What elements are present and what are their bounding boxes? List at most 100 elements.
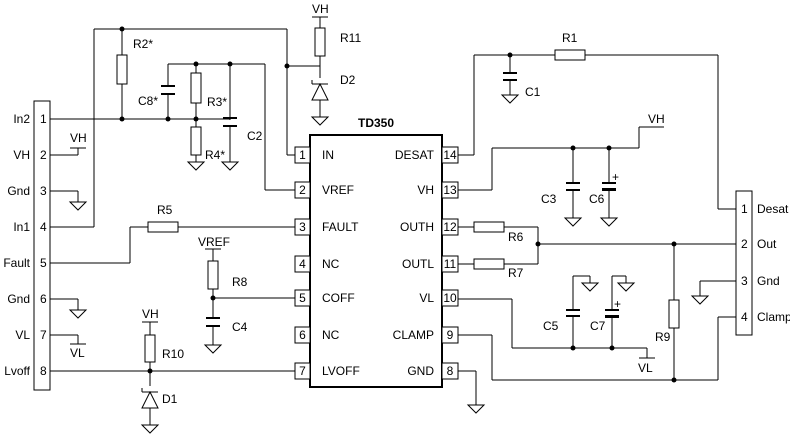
diode-d2 <box>311 80 329 101</box>
left-connector-pin-number: 1 <box>40 112 47 126</box>
ground-icon <box>220 161 240 171</box>
capacitor-c4 <box>206 317 220 327</box>
resistor-r8 <box>207 260 219 290</box>
left-connector-pin-label: VL <box>15 328 30 342</box>
label-r10: R10 <box>162 347 184 361</box>
ic-pin-label: FAULT <box>322 220 359 234</box>
right-connector-pin-number: 3 <box>741 274 748 288</box>
rail-vh-left: VH <box>70 131 87 145</box>
ic-pin-label: VH <box>417 183 434 197</box>
label-c4: C4 <box>232 320 248 334</box>
resistor-r1 <box>554 49 586 61</box>
ground-icon <box>68 201 88 211</box>
resistor-r11 <box>314 27 326 57</box>
left-connector-pin-number: 6 <box>40 292 47 306</box>
ground-icon <box>203 344 223 354</box>
ic-pin-number: 7 <box>299 364 306 378</box>
left-connector-pin-label: VH <box>13 148 30 162</box>
ground-icon <box>140 424 160 434</box>
left-connector-pin-number: 7 <box>40 328 47 342</box>
ic-pin-number: 12 <box>443 220 457 234</box>
ic-pin-number: 1 <box>299 148 306 162</box>
ic-pin-label: LVOFF <box>322 364 360 378</box>
label-r6: R6 <box>508 230 524 244</box>
label-c6: C6 <box>589 192 605 206</box>
ic-pin-box <box>294 326 311 344</box>
plus-c7: + <box>614 297 621 311</box>
capacitor-c5 <box>566 309 580 317</box>
left-connector-pin-label: In1 <box>13 220 30 234</box>
plus-c6: + <box>612 170 619 184</box>
diode-d1 <box>141 388 159 409</box>
capacitor-c2 <box>223 117 237 127</box>
right-connector-pin-label: Out <box>757 237 777 251</box>
ground-symbols <box>68 94 710 434</box>
supply-rails: VH VL VH VREF VH VH VL <box>70 2 665 375</box>
ic-pin-number: 13 <box>443 183 457 197</box>
ic-pin-number: 14 <box>443 148 457 162</box>
ic-pin-label: GND <box>407 364 434 378</box>
wires <box>50 17 736 425</box>
capacitor-c6 <box>602 182 616 191</box>
ground-icon <box>599 217 619 227</box>
label-r5: R5 <box>157 203 173 217</box>
ic-pin-label: NC <box>322 328 340 342</box>
left-connector-pin-label: Lvoff <box>4 364 30 378</box>
ic-pin-number: 6 <box>299 328 306 342</box>
rail-vh-r11: VH <box>312 2 329 16</box>
label-r4: R4* <box>205 148 225 162</box>
left-connector-pin-number: 5 <box>40 256 47 270</box>
left-connector-pin-number: 3 <box>40 184 47 198</box>
label-r3: R3* <box>207 95 227 109</box>
left-connector-pin-number: 4 <box>40 220 47 234</box>
label-r1: R1 <box>562 31 578 45</box>
junctions <box>119 26 677 383</box>
capacitor-c8 <box>161 85 175 95</box>
ic-pin-label: VL <box>419 291 434 305</box>
ic-pin-number: 9 <box>447 328 454 342</box>
ic-pin-label: OUTL <box>402 257 434 271</box>
resistor-r10 <box>144 334 156 363</box>
right-connector-pin-number: 4 <box>741 310 748 324</box>
ic-pin-number: 4 <box>299 257 306 271</box>
ic-name: TD350 <box>358 116 394 130</box>
label-c3: C3 <box>541 192 557 206</box>
resistor-r6 <box>473 221 505 233</box>
label-c2: C2 <box>247 129 263 143</box>
ic-pin-label: COFF <box>322 291 355 305</box>
ic-pin-number: 10 <box>443 291 457 305</box>
right-connector-pin-label: Gnd <box>757 274 780 288</box>
capacitors: C8* C2 C4 C1 C3 + C6 <box>138 72 621 334</box>
label-r7: R7 <box>508 266 524 280</box>
capacitor-c1 <box>503 72 517 81</box>
resistor-r3 <box>190 72 202 104</box>
ic-pin-label: VREF <box>322 183 354 197</box>
resistor-r7 <box>473 258 505 270</box>
label-c8: C8* <box>138 94 158 108</box>
right-connector-pin-label: Desat <box>757 202 789 216</box>
ic-pin-label: OUTH <box>400 220 434 234</box>
ground-icon <box>580 282 600 292</box>
right-connector-pin-label: Clamp <box>757 310 790 324</box>
capacitor-c7 <box>605 309 619 318</box>
resistor-r9 <box>668 299 680 329</box>
ic-pin-number: 3 <box>299 220 306 234</box>
ic-pin-label: NC <box>322 257 340 271</box>
ground-icon <box>563 217 583 227</box>
rail-vh-r10: VH <box>142 307 159 321</box>
capacitor-c3 <box>566 182 580 191</box>
ground-icon <box>500 94 520 104</box>
right-connector-body <box>735 190 753 336</box>
label-d1: D1 <box>162 392 178 406</box>
left-connector-pin-label: Fault <box>3 256 30 270</box>
right-connector-pin-number: 2 <box>741 237 748 251</box>
rail-vh-right: VH <box>648 112 665 126</box>
ground-icon <box>68 309 88 319</box>
ic-pin-label: IN <box>322 148 334 162</box>
left-connector-body <box>33 100 51 391</box>
resistor-r2 <box>116 54 128 85</box>
